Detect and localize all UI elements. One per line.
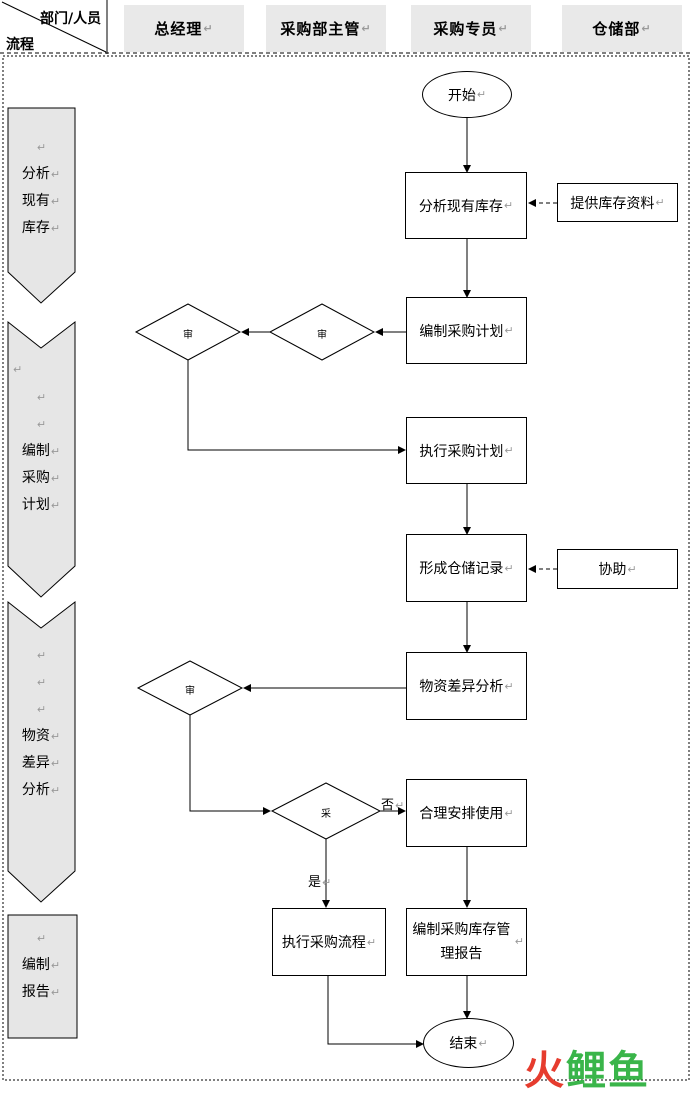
phase-label-analyze: ↵ 分析↵ 现有↵ 库存↵ <box>21 141 61 236</box>
node-execute-flow: 执行采购流程↵ <box>272 908 386 976</box>
column-header-warehouse: 仓储部↵ <box>562 5 682 52</box>
node-provide-data: 提供库存资料↵ <box>557 183 678 222</box>
label-no: 否↵ <box>381 798 405 813</box>
column-header-supervisor: 采购部主管↵ <box>266 5 386 52</box>
corner-label-dept: 部门/人员 <box>40 11 102 27</box>
node-end: 结束↵ <box>423 1018 514 1068</box>
phase-shape-2 <box>7 320 76 598</box>
diamond-review-supervisor <box>268 303 376 361</box>
phase-label-diff: ↵ ↵ ↵ 物资↵ 差异↵ 分析↵ <box>21 649 61 798</box>
phase-label-plan: ↵ ↵ 编制↵ 采购↵ 计划↵ <box>21 391 61 513</box>
edge-review-decision <box>189 715 271 815</box>
diagram-frame <box>2 55 690 1081</box>
column-header-specialist: 采购专员↵ <box>411 5 531 52</box>
node-execute-plan: 执行采购计划↵ <box>406 417 527 484</box>
node-storage-record: 形成仓储记录↵ <box>406 534 527 602</box>
node-arrange-use: 合理安排使用↵ <box>406 779 527 847</box>
column-header-gm: 总经理↵ <box>124 5 244 52</box>
node-diff-analysis: 物资差异分析↵ <box>406 652 527 720</box>
phase-shape-3 <box>7 600 76 903</box>
edge-flow-end <box>327 975 424 1048</box>
label-yes: 是↵ <box>308 875 332 890</box>
phase-label-report: ↵ 编制↵ 报告↵ <box>21 932 61 1000</box>
watermark-logo: 火鲤鱼 <box>524 1048 650 1094</box>
connectors <box>187 118 557 1048</box>
diamond-label-gm: 审 <box>183 330 193 341</box>
edge-review2-execute <box>187 360 406 454</box>
diamond-review-gm <box>134 303 242 361</box>
node-make-report: 编制采购库存管理报告↵ <box>406 908 527 976</box>
corner-label-process: 流程 <box>6 37 34 53</box>
phase-shape-4 <box>7 914 78 1039</box>
node-make-plan: 编制采购计划↵ <box>406 297 527 364</box>
diamond-label-decision: 采 <box>321 809 331 820</box>
diamond-review-gm2 <box>136 660 244 716</box>
header-corner-diagonal <box>1 0 108 54</box>
phase-shape-1 <box>7 107 76 304</box>
diamond-label-supervisor: 审 <box>317 330 327 341</box>
phase-label-plan-lead: ↵ <box>13 363 23 376</box>
node-start: 开始↵ <box>422 71 512 118</box>
node-assist: 协助↵ <box>557 549 678 589</box>
diamond-label-gm2: 审 <box>185 686 195 697</box>
node-analyze-stock: 分析现有库存↵ <box>405 172 527 239</box>
